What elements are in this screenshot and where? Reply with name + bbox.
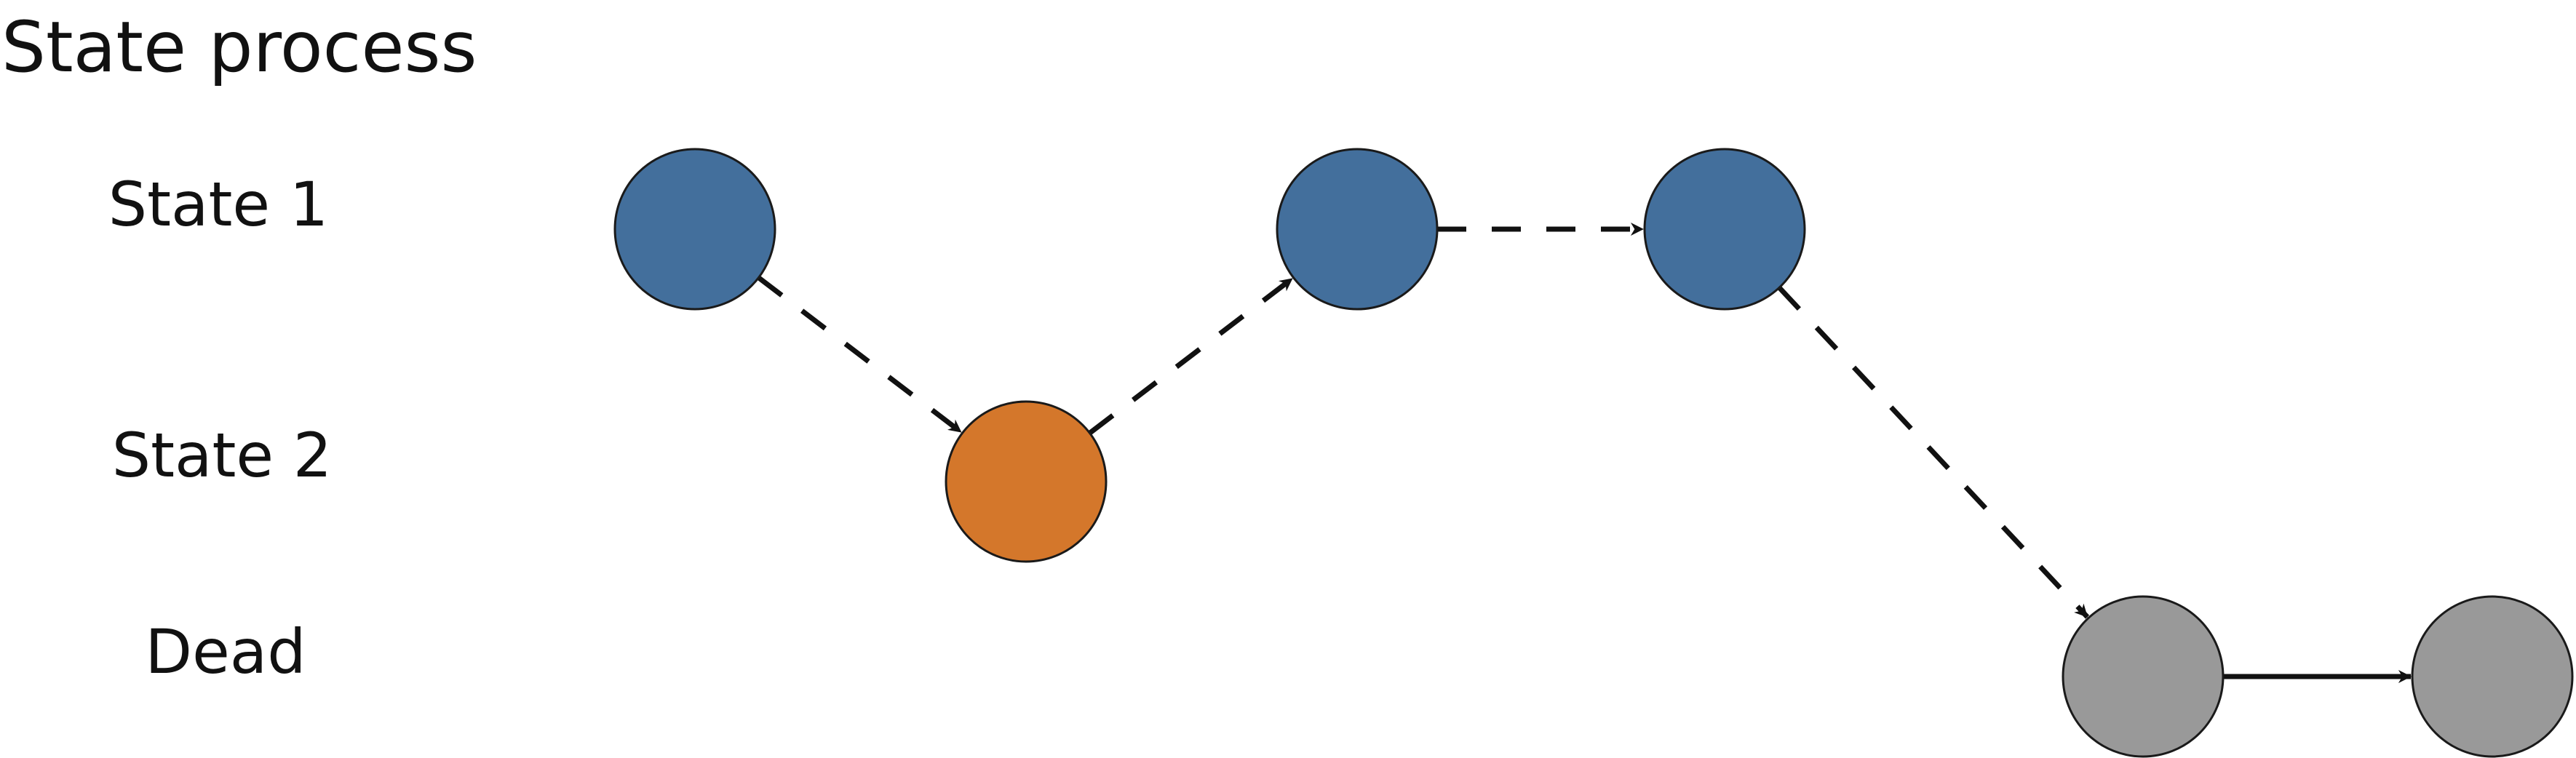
diagram-title: State process — [1, 7, 477, 88]
state-node-1-state1 — [613, 148, 776, 311]
row-label-state-2: State 2 — [112, 420, 333, 491]
state-node-2-state2 — [945, 400, 1108, 563]
state-node-3-state1 — [1276, 148, 1439, 311]
transition-arrow-1 — [757, 275, 963, 434]
state-node-6-dead — [2411, 595, 2574, 758]
transition-arrows — [757, 223, 2412, 683]
transition-arrow-4 — [1777, 286, 2090, 619]
transition-arrow-2 — [1088, 276, 1295, 436]
state-node-4-state1 — [1643, 148, 1806, 311]
state-nodes — [613, 148, 2574, 758]
row-label-state-1: State 1 — [108, 169, 329, 240]
row-label-dead: Dead — [145, 616, 306, 687]
state-node-5-dead — [2062, 595, 2225, 758]
